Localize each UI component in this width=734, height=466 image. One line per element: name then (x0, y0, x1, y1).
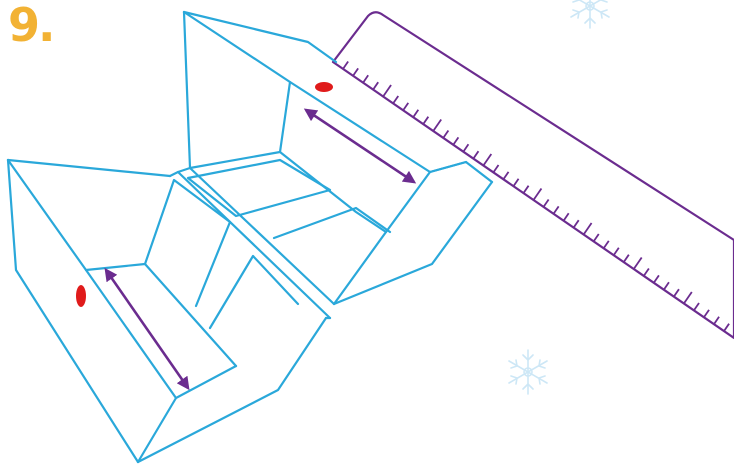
lower-red-mark (76, 285, 86, 307)
ruler-tick (412, 109, 420, 118)
ruler-tick (462, 143, 470, 153)
ruler-tick (723, 323, 730, 332)
red-marks (76, 82, 333, 307)
left-box-bottom-edge (136, 316, 328, 464)
ruler-tick (432, 118, 442, 132)
ruler-tick (653, 274, 660, 284)
ruler-tick (422, 116, 430, 125)
ruler-tick (492, 164, 500, 173)
ruler-tick (602, 240, 610, 249)
left-flap-panel (6, 158, 178, 464)
ruler-tick (552, 205, 560, 215)
ruler-outline (331, 11, 734, 340)
ruler-tick (673, 288, 680, 298)
upper-red-mark (315, 82, 333, 92)
ruler-tick (502, 171, 510, 180)
ruler-tick (612, 247, 620, 256)
left-floor-front (174, 364, 238, 400)
left-inner-flap (143, 178, 232, 308)
ruler (331, 11, 734, 340)
right-inner-panel (186, 158, 332, 218)
snowflake-icon-bottom (508, 349, 548, 395)
measurement-arrows (104, 108, 417, 391)
left-flap-top-edge (6, 158, 172, 178)
ruler-tick (362, 74, 369, 84)
ruler-tick (372, 81, 379, 91)
ruler-tick (713, 316, 720, 325)
ruler-tick (663, 281, 670, 291)
ruler-tick (532, 187, 543, 201)
ruler-tick (522, 185, 530, 194)
ruler-tick (512, 178, 520, 187)
upper-measure-arrow (303, 108, 417, 184)
left-inner-flap-lower (208, 254, 300, 330)
ruler-tick (592, 233, 600, 242)
right-box-corner (428, 160, 494, 184)
ruler-tick (482, 153, 493, 167)
ruler-tick (703, 309, 710, 318)
right-box-front-edge (332, 160, 468, 306)
right-flap-top (288, 80, 432, 174)
ruler-tick (542, 198, 550, 208)
right-wing-left-edge (182, 10, 192, 170)
lower-measure-arrow (104, 267, 190, 391)
ruler-tick (633, 256, 643, 270)
right-wing-top-edge (182, 10, 338, 64)
ruler-tick (683, 291, 693, 305)
ruler-tick (622, 254, 630, 263)
ruler-tick (472, 150, 480, 160)
ruler-tick (452, 136, 460, 146)
ruler-tick (562, 212, 570, 222)
open-box (6, 10, 494, 464)
ruler-tick (582, 222, 593, 236)
ruler-tick (402, 102, 410, 111)
ruler-tick (442, 129, 450, 139)
ruler-tick (342, 60, 349, 70)
ruler-tick (643, 267, 650, 277)
ruler-tick (382, 84, 392, 98)
snowflake-icon-top (570, 0, 610, 29)
right-box-bottom-edge (332, 180, 494, 306)
right-inner-panel-lower (272, 206, 392, 240)
ruler-ticks (342, 60, 730, 332)
ruler-tick (693, 302, 700, 311)
ruler-tick (392, 95, 399, 104)
ruler-tick (352, 67, 359, 77)
left-wing-outer-edge (6, 158, 140, 464)
step-number: 9. (8, 0, 56, 52)
ruler-tick (572, 219, 580, 229)
